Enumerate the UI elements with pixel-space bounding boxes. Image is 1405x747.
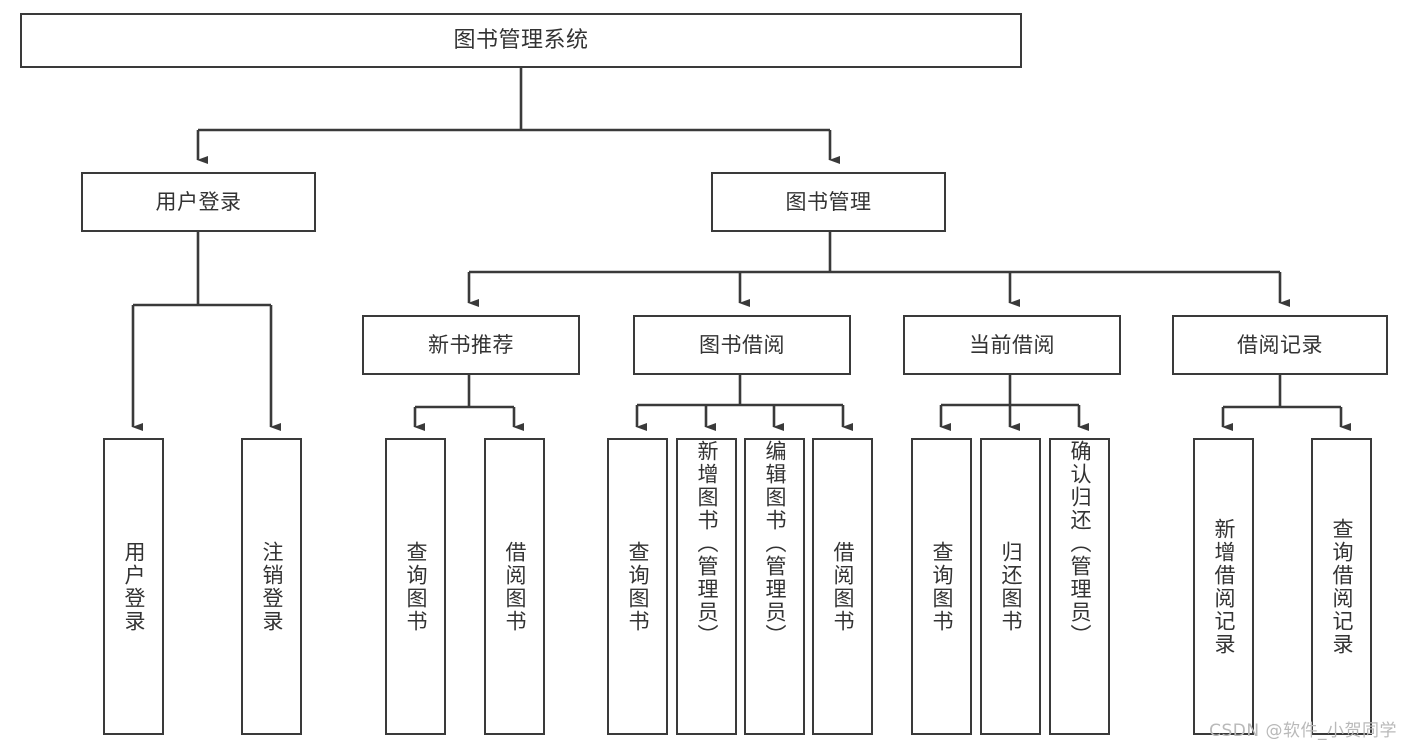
node-label: 新书推荐 <box>428 332 514 357</box>
node-book-borrowing[interactable]: 图书借阅 <box>633 315 851 375</box>
node-leaf-query-borrow-record[interactable]: 查询借阅记录 <box>1311 438 1372 735</box>
node-label: 查询图书 <box>404 540 428 633</box>
node-label: 借阅图书 <box>831 540 855 633</box>
node-label: 确认归还（管理员） <box>1068 440 1092 647</box>
node-label: 借阅记录 <box>1237 332 1323 357</box>
node-label: 借阅图书 <box>503 540 527 633</box>
node-label: 查询借阅记录 <box>1330 517 1354 656</box>
node-label: 图书管理 <box>785 189 872 214</box>
node-label: 图书借阅 <box>699 332 785 357</box>
node-label: 新增图书（管理员） <box>695 440 719 647</box>
node-current-borrowing[interactable]: 当前借阅 <box>903 315 1121 375</box>
node-label: 用户登录 <box>122 540 146 633</box>
node-leaf-query-book-1[interactable]: 查询图书 <box>385 438 446 735</box>
node-root-book-management-system[interactable]: 图书管理系统 <box>20 13 1022 68</box>
node-label: 查询图书 <box>930 540 954 633</box>
node-leaf-add-book[interactable]: 新增图书（管理员） <box>676 438 737 735</box>
node-user-login[interactable]: 用户登录 <box>81 172 316 232</box>
node-leaf-borrow-book-1[interactable]: 借阅图书 <box>484 438 545 735</box>
node-borrowing-records[interactable]: 借阅记录 <box>1172 315 1388 375</box>
node-label: 当前借阅 <box>969 332 1055 357</box>
node-label: 新增借阅记录 <box>1212 517 1236 656</box>
node-label: 图书管理系统 <box>453 27 589 53</box>
node-leaf-confirm-return[interactable]: 确认归还（管理员） <box>1049 438 1110 735</box>
node-new-book-recommendation[interactable]: 新书推荐 <box>362 315 580 375</box>
node-leaf-query-book-3[interactable]: 查询图书 <box>911 438 972 735</box>
node-label: 查询图书 <box>626 540 650 633</box>
node-leaf-edit-book[interactable]: 编辑图书（管理员） <box>744 438 805 735</box>
node-label: 用户登录 <box>155 189 242 214</box>
node-leaf-add-borrow-record[interactable]: 新增借阅记录 <box>1193 438 1254 735</box>
node-book-management[interactable]: 图书管理 <box>711 172 946 232</box>
node-label: 编辑图书（管理员） <box>763 440 787 647</box>
node-leaf-borrow-book-2[interactable]: 借阅图书 <box>812 438 873 735</box>
node-label: 归还图书 <box>999 540 1023 633</box>
node-leaf-query-book-2[interactable]: 查询图书 <box>607 438 668 735</box>
node-leaf-user-login[interactable]: 用户登录 <box>103 438 164 735</box>
csdn-watermark: CSDN @软件_小贺同学 <box>1209 721 1397 741</box>
node-leaf-return-book[interactable]: 归还图书 <box>980 438 1041 735</box>
node-label: 注销登录 <box>260 540 284 633</box>
node-leaf-logout[interactable]: 注销登录 <box>241 438 302 735</box>
